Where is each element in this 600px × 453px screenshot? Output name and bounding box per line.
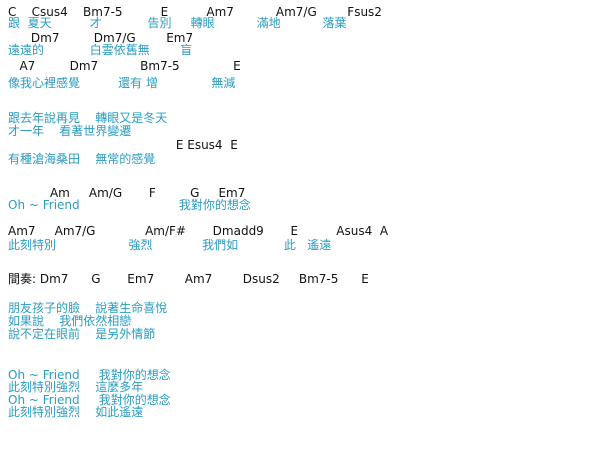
lyric-line: 如果說 我們依然相戀 bbox=[8, 314, 132, 328]
chord-line: Am Am/G F G Em7 bbox=[8, 186, 246, 200]
chord-line: 間奏: Dm7 G Em7 Am7 Dsus2 Bm7-5 E bbox=[8, 272, 369, 286]
chord-line: C Csus4 Bm7-5 E Am7 Am7/G Fsus2 bbox=[8, 5, 382, 19]
lyric-line: 此刻特別強烈 這麼多年 bbox=[8, 380, 144, 394]
chord-line: Am7 Am7/G Am/F# Dmadd9 E Asus4 A bbox=[8, 224, 389, 238]
lyric-line: 跟 夏天 才 告別 轉眼 滿地 落葉 bbox=[8, 16, 347, 30]
lyric-line: 此刻特別 強烈 我們如 此 遙遠 bbox=[8, 238, 332, 252]
lyric-line: 才一年 看著世界變遷 bbox=[8, 124, 132, 138]
lyric-line: 有種滄海桑田 無常的感覺 bbox=[8, 152, 156, 166]
chord-line: E Esus4 E bbox=[8, 138, 238, 152]
lyric-line: 此刻特別強烈 如此遙遠 bbox=[8, 405, 144, 419]
lyric-line: 遠遠的 白雲依舊無 盲 bbox=[8, 43, 193, 57]
lyric-line: Oh ~ Friend 我對你的想念 bbox=[8, 393, 171, 407]
lyric-line: Oh ~ Friend 我對你的想念 bbox=[8, 368, 171, 382]
lyric-line: 跟去年說再見 轉眼又是冬天 bbox=[8, 111, 168, 125]
chord-line: A7 Dm7 Bm7-5 E bbox=[8, 59, 241, 73]
lyric-line: Oh ~ Friend 我對你的想念 bbox=[8, 198, 251, 212]
lyric-line: 朋友孩子的臉 說著生命喜悅 bbox=[8, 301, 168, 315]
lyric-line: 像我心裡感覺 還有 增 無減 bbox=[8, 76, 236, 90]
lyric-line: 說不定在眼前 是另外情節 bbox=[8, 327, 156, 341]
chord-line: Dm7 Dm7/G Em7 bbox=[8, 31, 194, 45]
